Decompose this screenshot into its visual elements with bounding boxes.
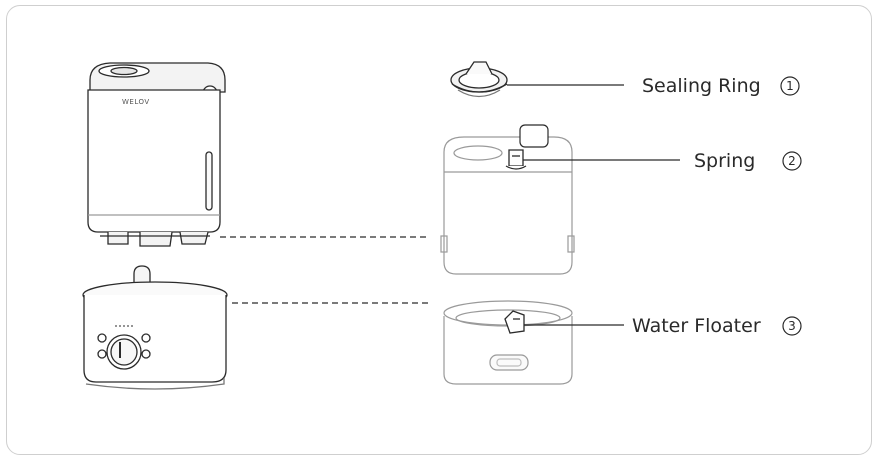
callout-number: 1 [786, 79, 794, 93]
callout-label: Sealing Ring [642, 75, 761, 97]
callout-label: Spring [694, 150, 755, 172]
sealing-ring-part [451, 62, 507, 97]
tank-exploded-view [441, 125, 574, 274]
callout-number: 2 [788, 154, 796, 168]
brand-logo: WELOV [122, 98, 150, 106]
callout-sealing-ring: Sealing Ring 1 [642, 75, 799, 97]
water-tank-assembled [88, 63, 225, 246]
callout-spring: Spring 2 [694, 150, 801, 172]
callout-label: Water Floater [632, 315, 761, 337]
base-exploded-view [444, 301, 572, 384]
base-unit-assembled [83, 266, 227, 389]
callout-number: 3 [788, 319, 796, 333]
callout-water-floater: Water Floater 3 [632, 315, 801, 337]
